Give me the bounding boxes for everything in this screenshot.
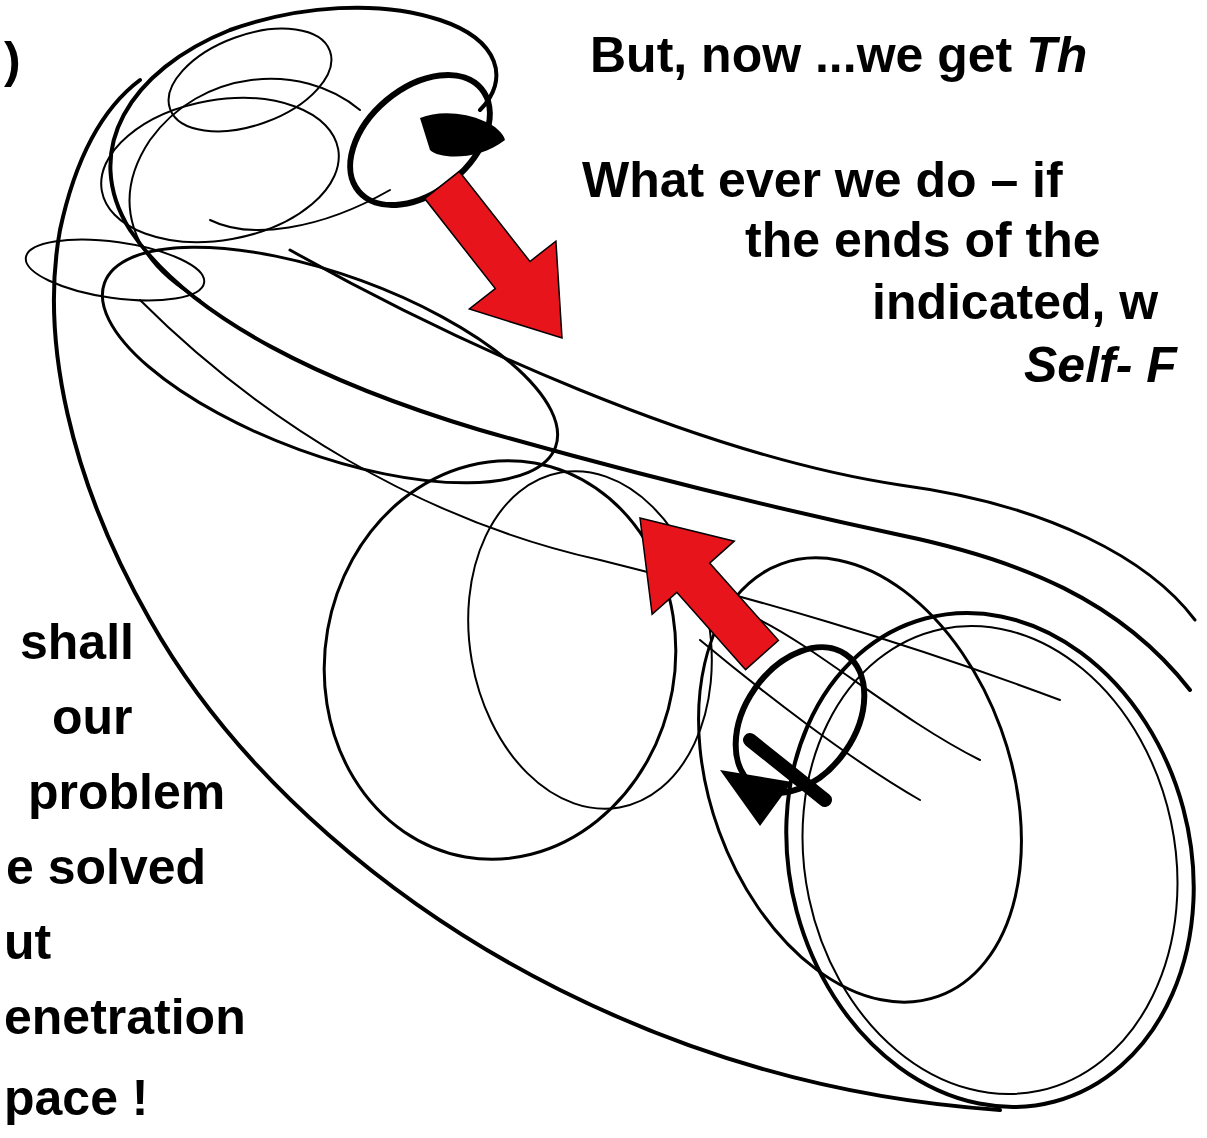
- black-wedge: [720, 770, 792, 826]
- red-arrow: [425, 171, 562, 338]
- tube-ring: [640, 513, 1079, 1048]
- text-label: e solved: [4, 837, 208, 897]
- text-label: But, now ...we get: [588, 25, 1014, 85]
- text-label: Self- F: [1022, 335, 1179, 395]
- text-label: indicated, w: [870, 272, 1160, 332]
- inner-tube: [760, 620, 980, 760]
- black-wedge: [420, 113, 505, 156]
- tube-contour: [290, 250, 1195, 620]
- red-arrow: [640, 518, 778, 670]
- text-label: our: [50, 687, 135, 747]
- tube-ring: [442, 452, 737, 829]
- tube-ring: [90, 80, 351, 260]
- text-label: ): [2, 30, 23, 90]
- tube-contour: [140, 300, 1060, 700]
- text-label: the ends of the: [743, 210, 1103, 270]
- text-label: What ever we do – if: [580, 150, 1065, 210]
- tube-neck: [325, 49, 514, 232]
- text-label: Th: [1024, 25, 1089, 85]
- text-label: ut: [2, 912, 53, 972]
- text-label: enetration: [2, 987, 248, 1047]
- tube-contour: [110, 8, 1190, 690]
- text-label: pace !: [2, 1068, 151, 1128]
- text-label: shall: [18, 612, 136, 672]
- inner-tube: [130, 79, 360, 300]
- tube-ring: [760, 591, 1207, 1130]
- text-label: problem: [26, 762, 227, 822]
